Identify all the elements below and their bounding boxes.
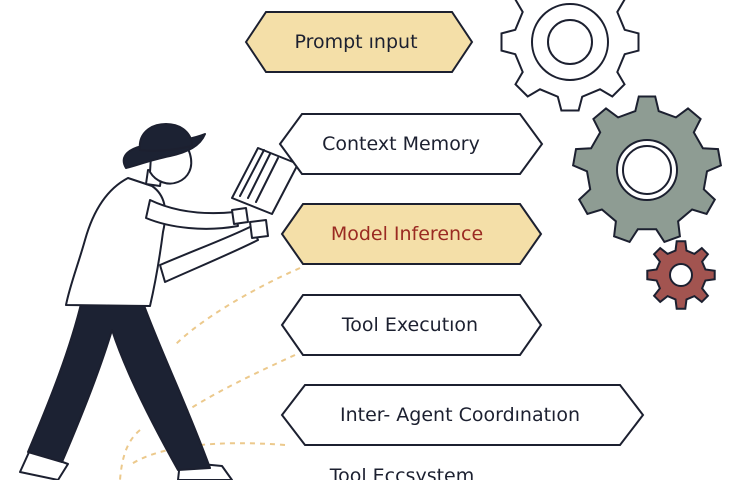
step-tool-ecosystem: Tool Eccsystem bbox=[329, 465, 475, 480]
step-prompt-input: Prompt ınput bbox=[244, 11, 474, 73]
step-inter-agent-coordination: Inter- Agent Coordınatıon bbox=[280, 384, 645, 446]
step-label: Prompt ınput bbox=[294, 31, 417, 53]
step-shape bbox=[280, 203, 543, 265]
step-label: Tool Eccsystem bbox=[329, 465, 475, 480]
step-label: Tool Executıon bbox=[341, 314, 478, 336]
gear-large-outline-icon bbox=[500, 0, 640, 112]
step-label: Inter- Agent Coordınatıon bbox=[340, 404, 580, 426]
step-context-memory: Context Memory bbox=[278, 113, 544, 175]
step-shape bbox=[244, 11, 474, 73]
step-shape bbox=[280, 294, 543, 356]
step-model-inference: Model Inference bbox=[280, 203, 543, 265]
gear-gray-icon bbox=[571, 95, 723, 244]
step-shape bbox=[278, 113, 544, 175]
step-label: Context Memory bbox=[322, 133, 480, 155]
step-tool-execution: Tool Executıon bbox=[280, 294, 543, 356]
step-label: Model Inference bbox=[331, 223, 483, 245]
person-carrying-book-illustration bbox=[19, 123, 299, 480]
step-shape bbox=[280, 384, 645, 446]
gear-red-small-icon bbox=[646, 240, 716, 310]
